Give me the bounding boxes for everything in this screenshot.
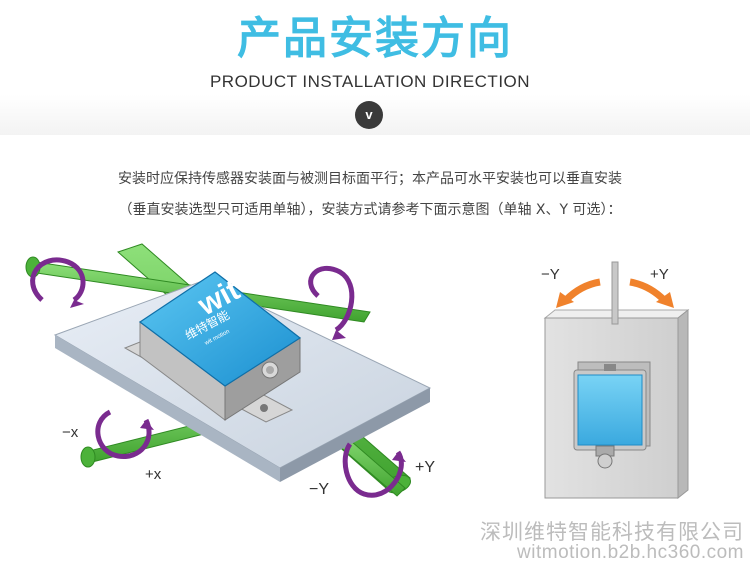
tilt-arrows [556, 278, 674, 308]
label-plus-y: +Y [415, 459, 435, 476]
description-line-1: 安装时应保持传感器安装面与被测目标面平行；本产品可水平安装也可以垂直安装 [118, 171, 622, 187]
vertical-axis-rod [611, 261, 619, 325]
page-title: 产品安装方向 [237, 13, 513, 64]
rotation-arrow-heads [70, 300, 406, 462]
description-line-2: （垂直安装选型只可适用单轴），安装方式请参考下面示意图（单轴 X、Y 可选）： [118, 202, 622, 218]
watermark-company: 深圳维特智能科技有限公司 [480, 520, 744, 544]
label-minus-y: −Y [309, 481, 329, 498]
vertical-mount-panel [543, 308, 690, 500]
right-label-minus-y: −Y [541, 266, 560, 283]
vertical-sensor-module [573, 361, 651, 469]
rotation-arrows [30, 257, 404, 498]
watermark-url: witmotion.b2b.hc360.com [517, 542, 744, 563]
label-plus-x: +x [145, 466, 162, 483]
header-band: 产品安装方向 PRODUCT INSTALLATION DIRECTION v [0, 0, 750, 135]
sensor-module: wit 维特智能 wit motion [123, 271, 302, 423]
label-minus-x: −x [62, 424, 79, 441]
right-label-plus-y: +Y [650, 266, 669, 283]
chevron-badge-icon: v [355, 101, 383, 129]
page-subtitle: PRODUCT INSTALLATION DIRECTION [209, 72, 531, 91]
